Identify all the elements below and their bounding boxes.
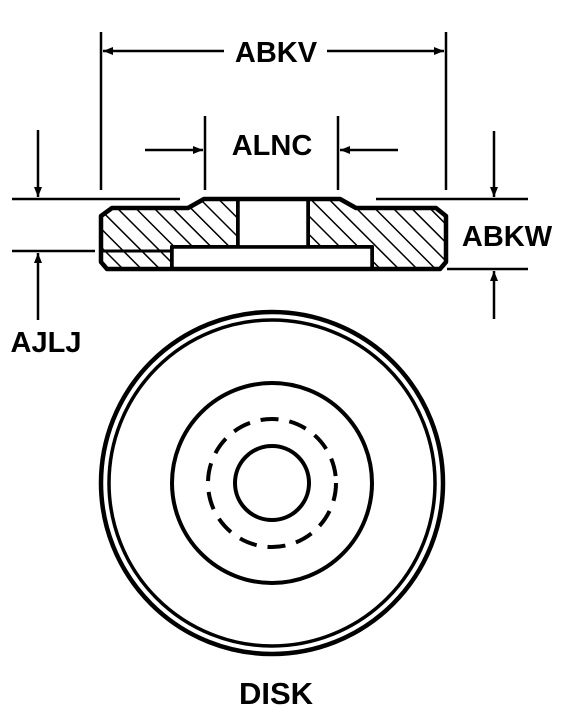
alnc-label: ALNC	[232, 130, 313, 162]
section-outline	[98, 196, 449, 272]
part-name-label: DISK	[239, 676, 314, 711]
section-recess	[170, 245, 374, 271]
disk-plan-view	[98, 309, 446, 657]
hub-circle	[170, 381, 374, 585]
ajlj-label: AJLJ	[11, 327, 82, 359]
abkw-label: ABKW	[462, 221, 553, 253]
alnc-dimension: ALNC	[145, 116, 398, 190]
hidden-recess-circle	[206, 417, 338, 549]
outer-rim-circle	[98, 309, 446, 657]
ajlj-dimension: AJLJ	[11, 130, 180, 359]
abkv-dimension: ABKV	[99, 32, 448, 190]
abkv-label: ABKV	[235, 37, 318, 69]
outer-chamfer-circle	[107, 318, 437, 648]
abkw-dimension: ABKW	[376, 131, 553, 319]
disk-cross-section	[98, 196, 449, 272]
section-bore	[236, 197, 310, 249]
bore-circle	[233, 444, 311, 522]
